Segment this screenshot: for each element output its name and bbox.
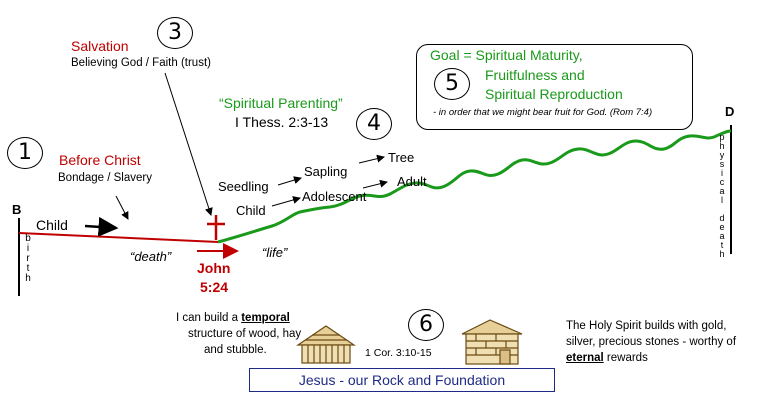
temporal-line-1: I can build a temporal xyxy=(176,312,290,324)
growth-path xyxy=(217,129,732,244)
stage-sapling: Sapling xyxy=(304,164,348,179)
stage-adolescent: Adolescent xyxy=(302,189,367,204)
cross-icon xyxy=(207,215,225,240)
life-label: “life” xyxy=(262,245,288,260)
parenting-title: “Spiritual Parenting” xyxy=(219,95,343,111)
stage-child: Child xyxy=(236,203,266,218)
child-arrow xyxy=(84,216,119,237)
eternal-line-3: eternal rewards xyxy=(566,352,648,364)
marker-6: 6 xyxy=(408,309,444,341)
stage-child-left: Child xyxy=(36,217,68,233)
salvation-title: Salvation xyxy=(71,38,129,54)
marker-5: 5 xyxy=(434,68,470,100)
wooden-hut-icon xyxy=(296,325,356,364)
john-label: John xyxy=(197,260,231,276)
bondage-arrow xyxy=(115,195,129,220)
sapling-arrow xyxy=(358,154,385,164)
stage-tree: Tree xyxy=(388,150,415,165)
stage-seedling: Seedling xyxy=(218,179,269,194)
adolescent-arrow xyxy=(362,179,388,189)
before-christ-subtitle: Bondage / Slavery xyxy=(58,172,152,184)
goal-box xyxy=(416,44,693,130)
temporal-line-2: structure of wood, hay xyxy=(188,328,302,340)
stage-adult: Adult xyxy=(397,174,427,189)
marker-1: 1 xyxy=(7,137,43,169)
cor-ref: 1 Cor. 3:10-15 xyxy=(365,347,432,359)
marker-3: 3 xyxy=(157,17,193,49)
death-label: “death” xyxy=(130,249,172,264)
goal-line-3: Spiritual Reproduction xyxy=(485,86,623,102)
john-ref: 5:24 xyxy=(200,279,229,295)
goal-note: - in order that we might bear fruit for … xyxy=(433,107,653,118)
stone-house-icon xyxy=(461,319,523,365)
marker-4: 4 xyxy=(356,108,392,140)
before-christ-title: Before Christ xyxy=(59,152,141,168)
pre-salvation-path xyxy=(18,232,219,243)
temporal-line-3: and stubble. xyxy=(204,344,267,356)
goal-line-1: Goal = Spiritual Maturity, xyxy=(430,47,583,63)
foundation-box: Jesus - our Rock and Foundation xyxy=(249,368,555,392)
parenting-ref: I Thess. 2:3-13 xyxy=(235,114,329,130)
salvation-arrow xyxy=(164,72,213,216)
seedling-arrow xyxy=(277,176,302,186)
point-b: B xyxy=(12,202,22,217)
salvation-subtitle: Believing God / Faith (trust) xyxy=(71,57,211,69)
goal-line-2: Fruitfulness and xyxy=(485,67,585,83)
eternal-line-2: silver, precious stones - worthy of xyxy=(566,336,737,348)
eternal-line-1: The Holy Spirit builds with gold, xyxy=(566,320,727,332)
point-d: D xyxy=(725,104,735,119)
child-adolescent-arrow xyxy=(271,196,301,207)
